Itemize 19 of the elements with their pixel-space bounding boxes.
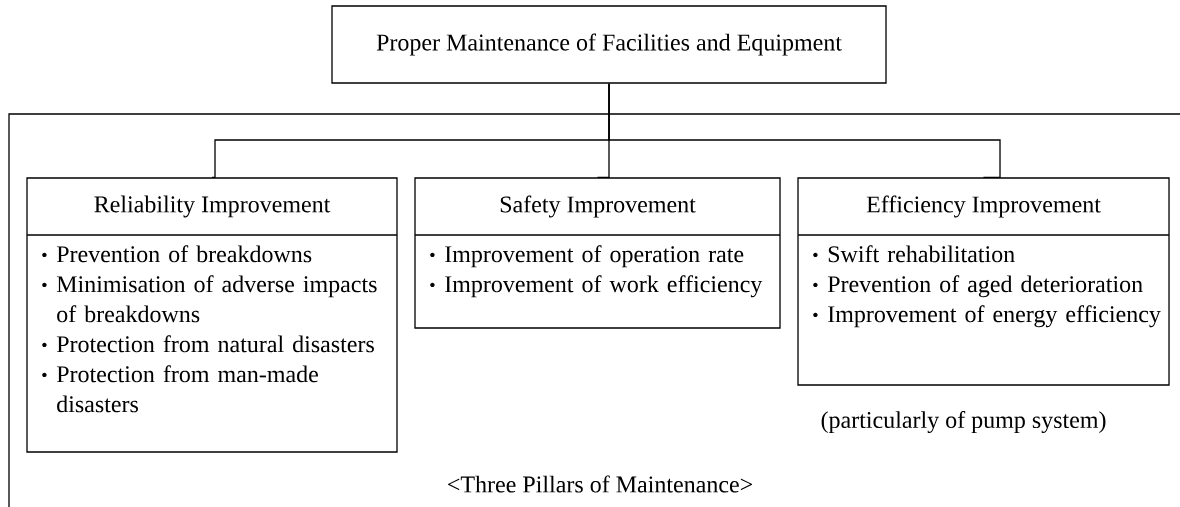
bullet-item: Improvement of operation rate xyxy=(430,245,744,268)
pillar-box xyxy=(414,177,781,329)
bullet-item: Improvement of work efficiency xyxy=(430,275,763,298)
bullet-item: Prevention of breakdowns xyxy=(42,245,312,263)
caption: <Three Pillars of Maintenance> xyxy=(448,475,753,493)
bullet-item: Protection from natural disasters xyxy=(42,335,374,353)
bullet-item: Swift rehabilitation xyxy=(813,245,1015,263)
bullet-item: Minimisation of adverse impacts of breakdowns xyxy=(42,275,377,323)
bullet-item: Improvement of energy efficiency xyxy=(813,305,1161,328)
box-heading: Efficiency Improvement xyxy=(866,195,1101,218)
bullet-item: Protection from man-made disasters xyxy=(42,365,318,413)
pillar-box xyxy=(797,177,1170,386)
title-box: Proper Maintenance of Facilities and Equipment xyxy=(331,5,887,84)
box-heading: Reliability Improvement xyxy=(94,195,331,218)
pillar-box xyxy=(26,177,398,453)
connector-line xyxy=(608,83,1001,178)
note-text: (particularly of pump system) xyxy=(821,410,1106,434)
bullet-item: Prevention of aged deterioration xyxy=(813,275,1143,298)
box-heading: Safety Improvement xyxy=(500,195,696,218)
